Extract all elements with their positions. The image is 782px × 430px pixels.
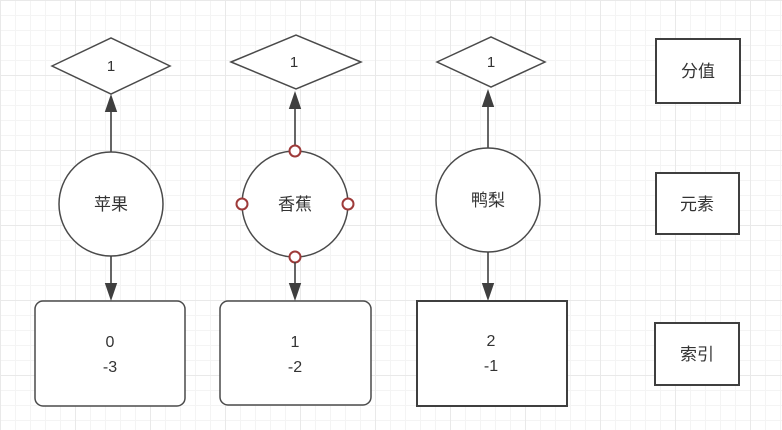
connection-point-top[interactable] <box>288 144 302 158</box>
legend-label-score: 分值 <box>681 62 715 81</box>
reverse-index-label-apple: -3 <box>103 359 117 376</box>
reverse-index-label-banana: -2 <box>288 359 302 376</box>
index-label-apple: 0 <box>106 334 115 351</box>
connection-point-left[interactable] <box>235 197 249 211</box>
score-diamond-banana[interactable] <box>229 34 363 90</box>
arrowhead-up-apple <box>104 94 118 112</box>
legend: 分值 元素 索引 <box>654 38 741 386</box>
index-box-apple[interactable] <box>34 300 186 407</box>
element-label-apple: 苹果 <box>94 195 128 214</box>
score-label-pear: 1 <box>487 54 495 71</box>
arrowhead-down-banana <box>288 283 302 301</box>
element-label-pear: 鸭梨 <box>471 191 505 210</box>
legend-box-index[interactable] <box>654 322 740 386</box>
legend-box-element[interactable] <box>655 172 740 235</box>
score-label-banana: 1 <box>290 54 298 71</box>
index-label-pear: 2 <box>487 333 496 350</box>
node-column-apple: 1 苹果 0 -3 <box>34 37 186 407</box>
node-column-pear: 1 鸭梨 2 -1 <box>416 36 568 407</box>
connection-point-bottom[interactable] <box>288 250 302 264</box>
reverse-index-label-pear: -1 <box>484 358 498 375</box>
arrowhead-up-banana <box>288 91 302 109</box>
legend-box-score[interactable] <box>655 38 741 104</box>
score-diamond-pear[interactable] <box>435 36 547 88</box>
index-box-banana[interactable] <box>219 300 372 406</box>
connection-point-right[interactable] <box>341 197 355 211</box>
arrowhead-down-apple <box>104 283 118 301</box>
arrowhead-up-pear <box>481 89 495 107</box>
node-column-banana: 1 香蕉 1 -2 <box>219 34 372 406</box>
legend-label-element: 元素 <box>680 195 714 214</box>
index-box-pear[interactable] <box>416 300 568 407</box>
legend-label-index: 索引 <box>680 345 714 364</box>
score-diamond-apple[interactable] <box>50 37 172 95</box>
score-label-apple: 1 <box>107 58 115 75</box>
index-label-banana: 1 <box>291 334 300 351</box>
arrowhead-down-pear <box>481 283 495 301</box>
element-label-banana: 香蕉 <box>278 195 312 214</box>
